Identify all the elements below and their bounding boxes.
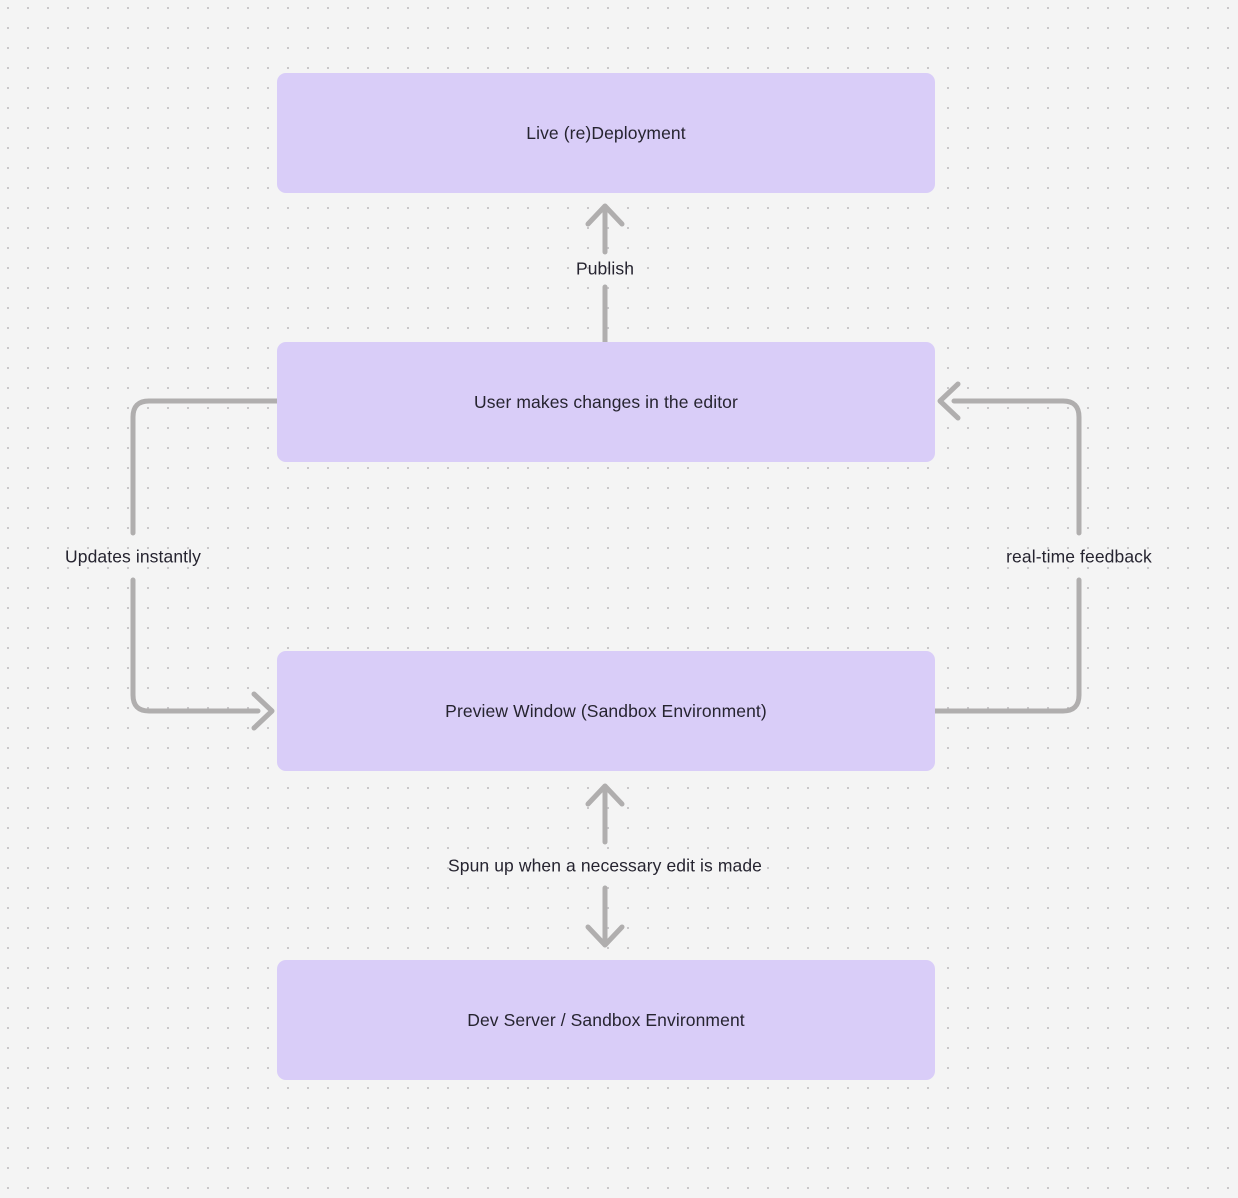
edge-label-publish: Publish — [575, 258, 635, 279]
edge-real-time-feedback-arrowhead-left — [937, 381, 961, 421]
edge-spun-up-arrowhead-down — [585, 924, 625, 948]
edge-real-time-feedback-upper-segment — [951, 398, 1082, 536]
node-user-edits[interactable]: User makes changes in the editor — [277, 342, 935, 462]
node-dev-server-label: Dev Server / Sandbox Environment — [467, 1009, 745, 1030]
edge-label-spun-up: Spun up when a necessary edit is made — [447, 855, 763, 876]
edge-updates-instantly-lower-segment — [130, 577, 261, 714]
edge-updates-instantly-arrowhead-right — [251, 691, 275, 731]
node-preview-window[interactable]: Preview Window (Sandbox Environment) — [277, 651, 935, 771]
node-live-deployment-label: Live (re)Deployment — [526, 122, 686, 143]
edge-label-real-time-feedback: real-time feedback — [1006, 546, 1152, 567]
edge-updates-instantly-upper-segment — [130, 398, 280, 536]
node-live-deployment[interactable]: Live (re)Deployment — [277, 73, 935, 193]
edge-label-updates-instantly: Updates instantly — [65, 546, 201, 567]
node-dev-server[interactable]: Dev Server / Sandbox Environment — [277, 960, 935, 1080]
node-user-edits-label: User makes changes in the editor — [474, 391, 738, 412]
edge-publish-arrowhead-up — [585, 203, 625, 227]
edge-spun-up-arrowhead-up — [585, 783, 625, 807]
node-preview-window-label: Preview Window (Sandbox Environment) — [445, 700, 767, 721]
edge-real-time-feedback-lower-segment — [932, 577, 1082, 714]
